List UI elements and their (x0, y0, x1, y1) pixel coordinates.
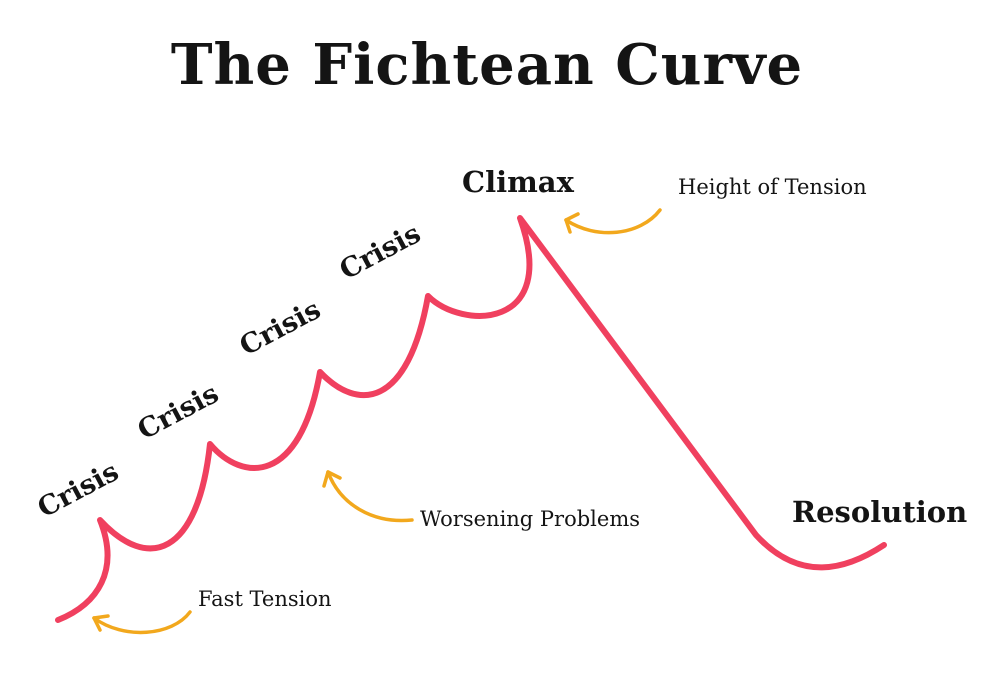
crisis-label-2: Crisis (133, 378, 224, 446)
resolution-label: Resolution (792, 495, 967, 529)
crisis-label-4: Crisis (335, 218, 426, 286)
fast-tension-note: Fast Tension (198, 587, 332, 611)
crisis-label-3: Crisis (235, 294, 326, 362)
fast-tension-arrow (92, 610, 192, 635)
worsening-problems-note: Worsening Problems (420, 507, 640, 531)
diagram-title: The Fichtean Curve (171, 32, 803, 98)
climax-label: Climax (462, 165, 575, 199)
height-of-tension-arrow (564, 208, 662, 235)
worsening-problems-arrow (322, 470, 414, 523)
height-of-tension-note: Height of Tension (678, 175, 867, 199)
crisis-label-1: Crisis (33, 456, 124, 524)
tension-curve (55, 215, 887, 623)
